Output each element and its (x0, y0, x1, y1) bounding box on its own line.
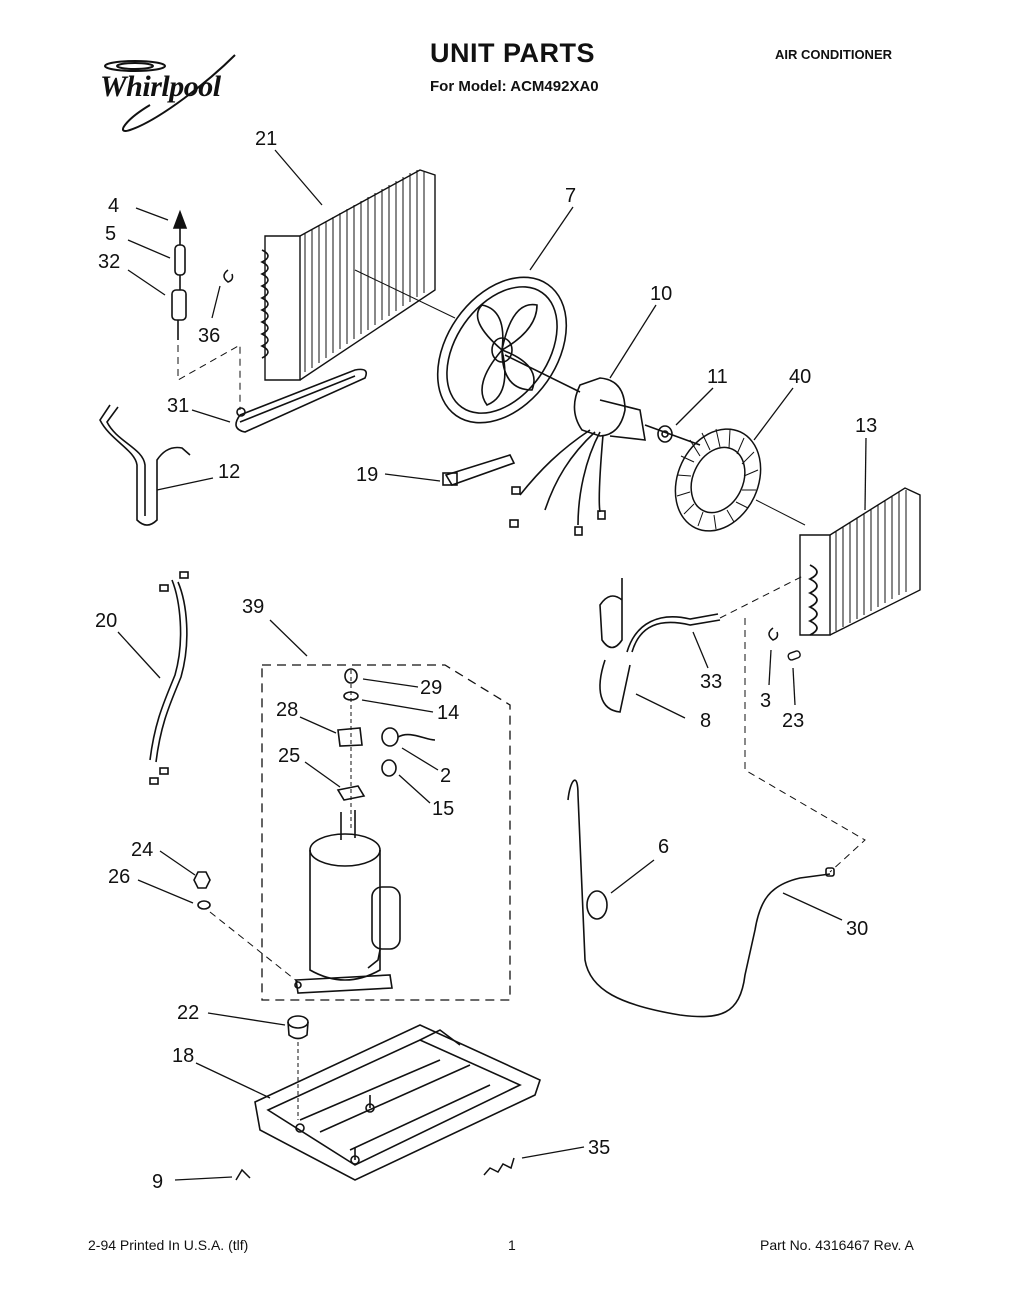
clip-35 (483, 1157, 515, 1176)
leader-30 (744, 618, 866, 873)
callout-label: 5 (105, 223, 116, 245)
compressor-box (261, 664, 511, 1001)
compressor (294, 668, 436, 994)
callout-label: 18 (172, 1045, 194, 1067)
cable-tie (442, 454, 516, 486)
wire-harness (149, 571, 189, 785)
fan-motor (504, 354, 701, 536)
clip-36 (223, 269, 234, 283)
tube-8-33 (599, 574, 806, 713)
callout-label: 15 (432, 798, 454, 820)
callout-label: 14 (437, 702, 459, 724)
callout-label: 25 (278, 745, 300, 767)
callout-label: 11 (707, 366, 728, 388)
fan-nut (657, 425, 673, 443)
callout-label: 20 (95, 610, 117, 632)
model-line: For Model: ACM492XA0 (430, 78, 599, 95)
callout-labels: 21 4 5 32 36 7 10 11 40 13 31 12 19 20 3… (95, 128, 877, 1193)
compressor-nut (193, 871, 299, 983)
callout-label: 28 (276, 699, 298, 721)
capillary-tube (235, 368, 368, 433)
callout-label: 40 (789, 366, 811, 388)
callout-label: 21 (255, 128, 277, 150)
callout-label: 9 (152, 1171, 163, 1193)
condenser-coil (260, 169, 456, 381)
capillary-6 (567, 779, 835, 1018)
callout-label: 10 (650, 283, 672, 305)
callout-label: 33 (700, 671, 722, 693)
clip-9 (235, 1168, 251, 1181)
callout-label: 7 (565, 185, 576, 207)
grommet (287, 1015, 309, 1120)
footer-print-info: 2-94 Printed In U.S.A. (tlf) (88, 1237, 249, 1253)
callout-label: 26 (108, 866, 130, 888)
callout-label: 6 (658, 836, 669, 858)
tube-12 (99, 404, 191, 526)
callout-label: 29 (420, 677, 442, 699)
callout-label: 12 (218, 461, 240, 483)
fan-shroud (436, 276, 568, 424)
blower-wheel (674, 428, 806, 532)
callout-label: 39 (242, 596, 264, 618)
callout-label: 35 (588, 1137, 610, 1159)
callout-label: 8 (700, 710, 711, 732)
callout-label: 30 (846, 918, 868, 940)
clip-23 (787, 650, 801, 661)
base-pan (254, 1024, 541, 1181)
callout-label: 36 (198, 325, 220, 347)
category-label: AIR CONDITIONER (775, 47, 892, 62)
callout-label: 31 (167, 395, 189, 417)
callout-label: 13 (855, 415, 877, 437)
callout-label: 23 (782, 710, 804, 732)
callout-arrows (117, 149, 867, 1181)
evaporator-coil (799, 487, 921, 636)
callout-label: 3 (760, 690, 771, 712)
callout-label: 22 (177, 1002, 199, 1024)
callout-label: 4 (108, 195, 119, 217)
clip-3 (768, 627, 779, 641)
footer-page-number: 1 (508, 1237, 516, 1253)
footer-part-number: Part No. 4316467 Rev. A (760, 1237, 914, 1253)
page-title: UNIT PARTS (430, 38, 595, 68)
drier-assembly (171, 209, 241, 410)
callout-label: 19 (356, 464, 378, 486)
callout-label: 32 (98, 251, 120, 273)
logo-swoosh (104, 54, 236, 132)
callout-label: 2 (440, 765, 451, 787)
callout-label: 24 (131, 839, 153, 861)
